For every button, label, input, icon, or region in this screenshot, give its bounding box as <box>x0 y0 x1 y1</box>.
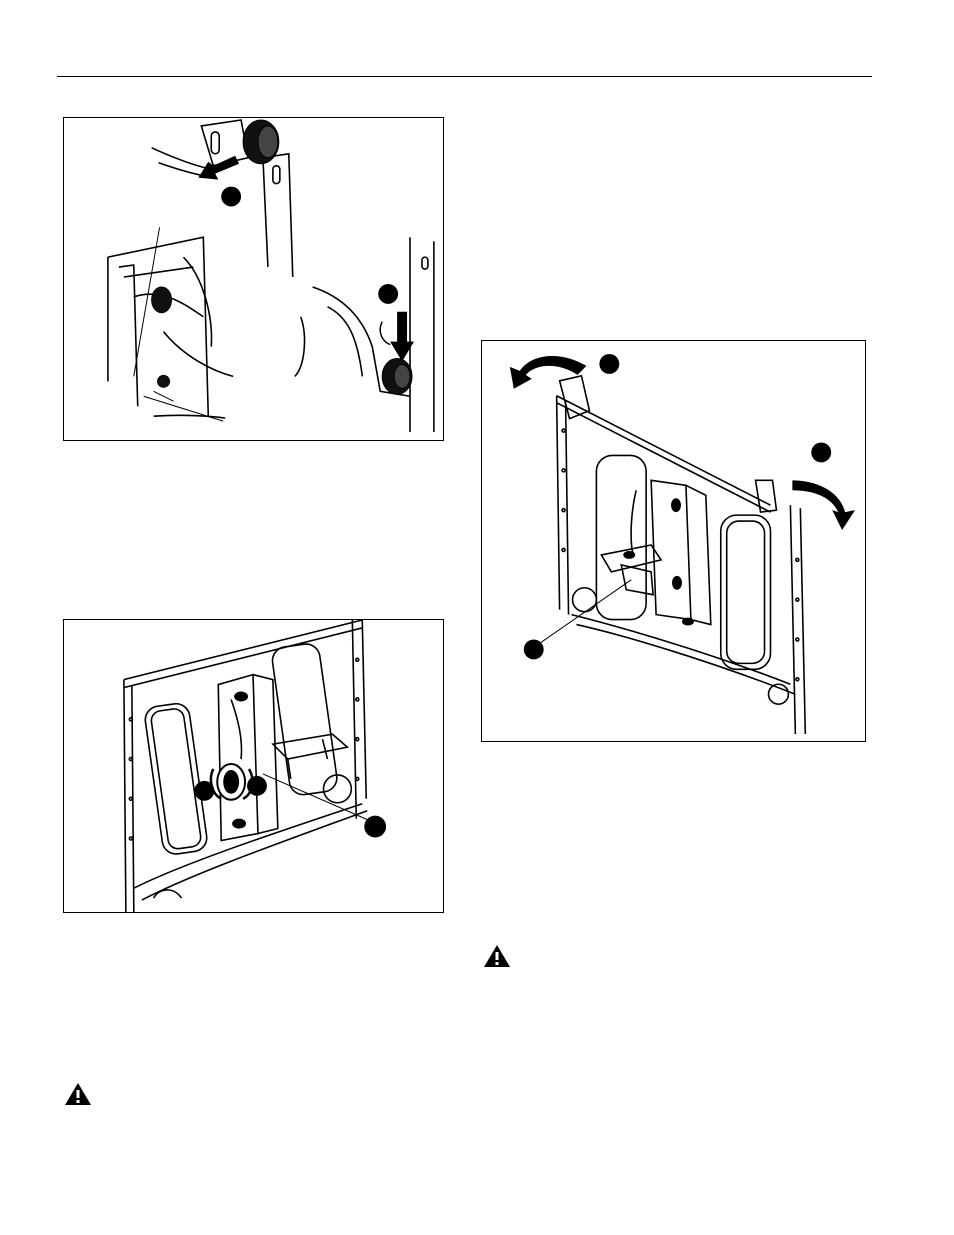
callout-dot <box>221 187 241 207</box>
callout-dot <box>599 354 619 374</box>
figure-knob-adjustment <box>63 619 444 913</box>
callout-dot <box>364 816 386 838</box>
figure-adapter-assembly <box>63 117 444 441</box>
knob-adjustment-illustration <box>64 620 443 912</box>
figure-rotate-tilt <box>481 340 866 742</box>
adapter-assembly-illustration <box>64 118 443 440</box>
warning-triangle-icon <box>64 1082 92 1106</box>
callout-dot <box>378 284 398 304</box>
callout-dot <box>524 639 544 659</box>
callout-dot <box>194 781 214 801</box>
header-rule <box>57 76 872 77</box>
callout-dot <box>811 443 831 463</box>
rotate-tilt-illustration <box>482 341 865 741</box>
callout-dot <box>247 776 267 796</box>
warning-triangle-icon <box>483 944 511 968</box>
